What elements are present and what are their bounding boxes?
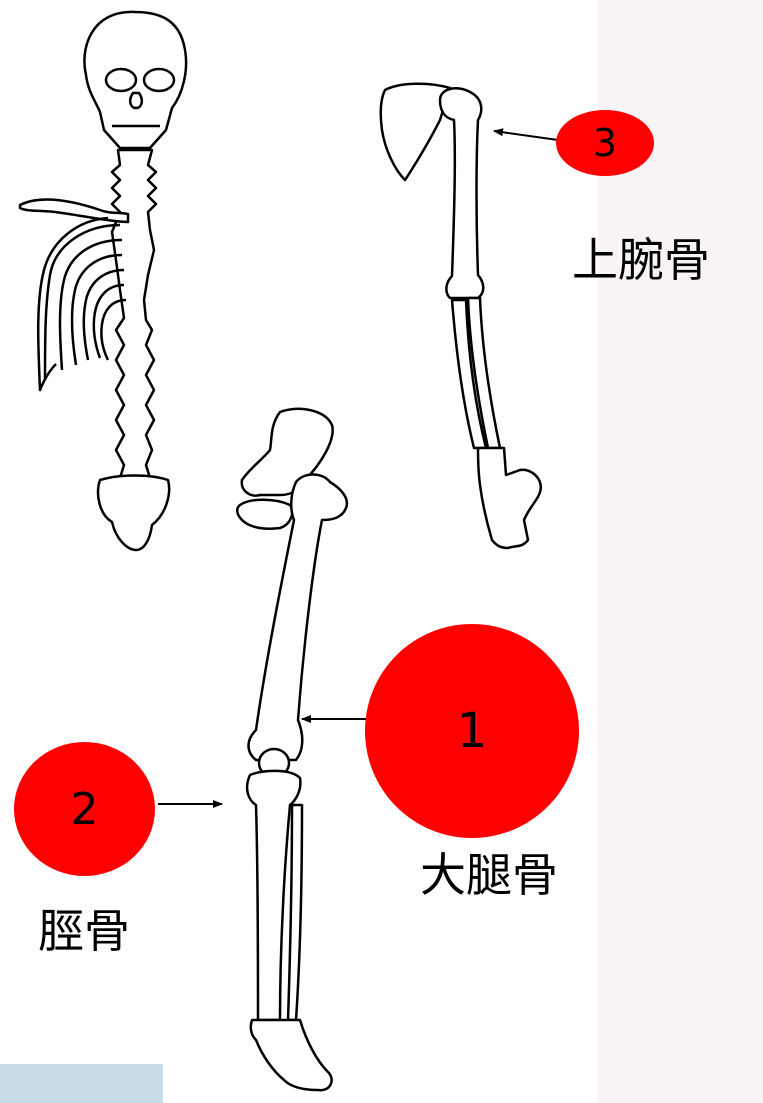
pelvis-sacrum — [98, 476, 169, 551]
label-tibia: 脛骨 — [38, 908, 130, 954]
marker-3-number: 3 — [593, 121, 617, 165]
pubis — [237, 500, 292, 529]
marker-2-number: 2 — [71, 784, 99, 835]
marker-2-circle: 2 — [14, 742, 155, 876]
arm-illustration — [381, 84, 541, 548]
foot — [251, 1020, 332, 1090]
label-humerus: 上腕骨 — [572, 237, 710, 283]
leg-illustration — [237, 409, 347, 1090]
label-femur: 大腿骨 — [420, 852, 558, 898]
arrow-humerus — [494, 131, 558, 140]
marker-1-circle: 1 — [365, 624, 579, 838]
fibula — [288, 805, 302, 1020]
skull-spine-illustration — [20, 12, 186, 550]
spine — [112, 150, 156, 478]
marker-1-number: 1 — [457, 703, 488, 759]
marker-3-circle: 3 — [556, 110, 654, 176]
hand — [478, 448, 541, 548]
humerus — [440, 88, 483, 298]
